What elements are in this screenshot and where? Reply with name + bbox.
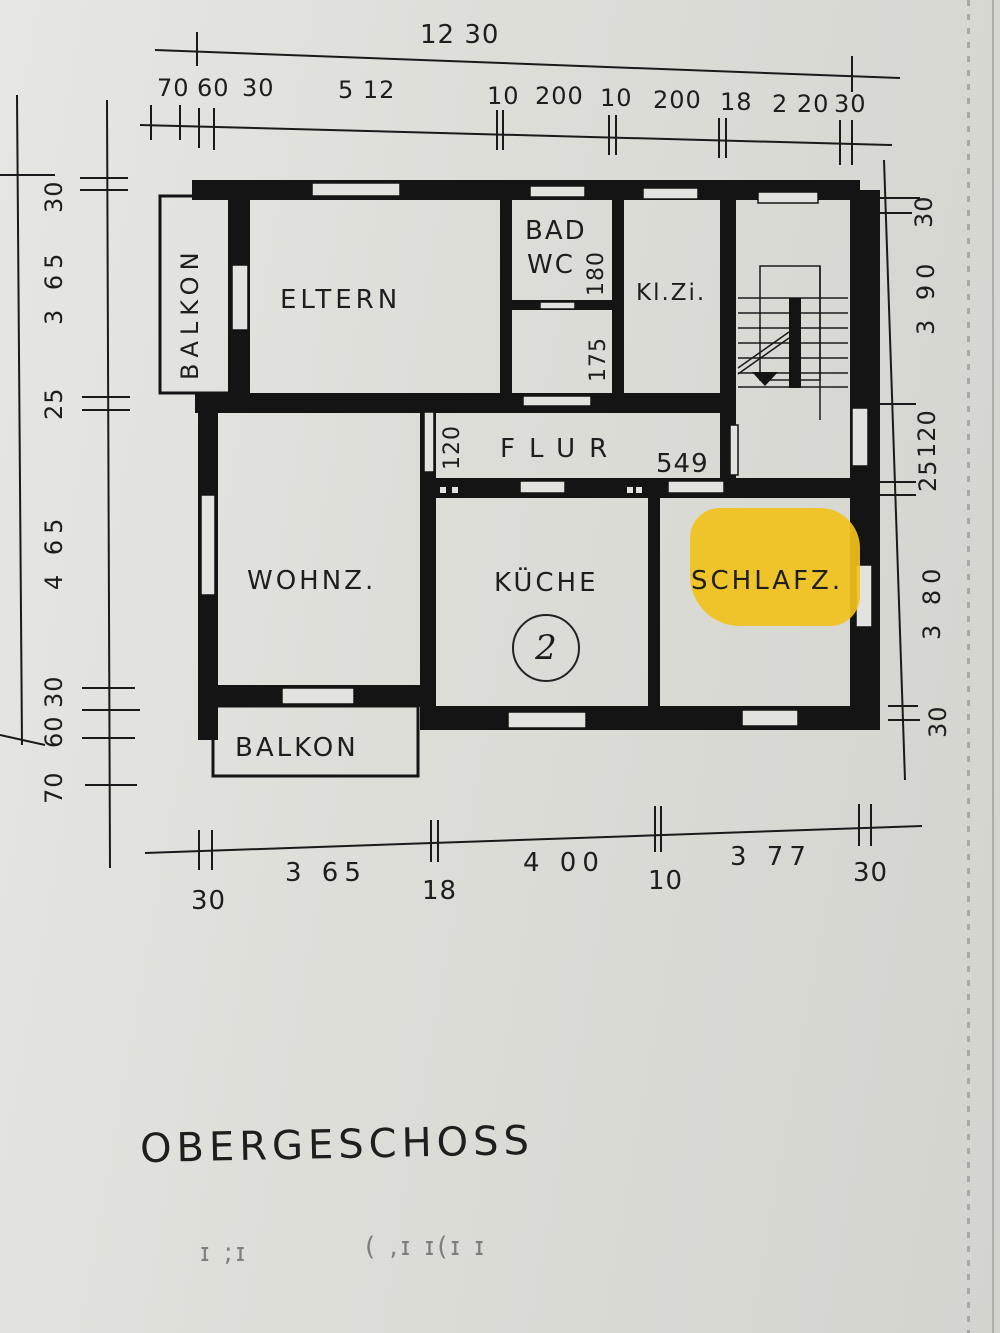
dim-top-10: 30: [834, 90, 867, 118]
room-label-wc: WC: [527, 250, 575, 280]
paper-edge-shadow: [967, 0, 970, 1333]
dim-bottom-4: 10: [648, 866, 684, 896]
dim-right-0: 30: [910, 195, 938, 228]
dim-right-3: 25: [914, 459, 942, 492]
room-label-kueche: KÜCHE: [494, 568, 599, 598]
dim-left-4: 30: [40, 675, 68, 708]
flur-dimension-right: 549: [656, 449, 709, 479]
dim-top-1: 60: [197, 74, 230, 102]
room-label-bad: BAD: [525, 216, 587, 246]
dim-left-0: 30: [40, 180, 68, 213]
dim-bottom-5: 3 77: [730, 842, 812, 872]
dim-bottom-0: 30: [191, 886, 227, 916]
dim-top-3: 5 12: [338, 76, 396, 104]
unit-number-circle: 2: [512, 614, 580, 682]
dim-left-5: 60: [40, 715, 68, 748]
bedroom-highlight-marker: [690, 508, 860, 626]
faint-handwriting-2: ( ,ɪ ɪ(ɪ ɪ: [365, 1232, 487, 1262]
floor-title: OBERGESCHOSS: [139, 1117, 535, 1173]
dim-right-5: 30: [924, 705, 952, 738]
dim-top-8: 18: [720, 88, 753, 116]
room-label-schlafz: SCHLAFZ.: [691, 566, 844, 596]
dim-left-6: 70: [40, 771, 68, 804]
room-label-kl-zi: Kl.Zi.: [636, 280, 707, 306]
dim-top-9: 2 20: [772, 90, 830, 118]
flur-dimension-left: 120: [440, 425, 465, 470]
dim-bottom-2: 18: [422, 876, 458, 906]
dim-right-4: 3 80: [918, 562, 946, 640]
dim-top-2: 30: [242, 74, 275, 102]
dim-right-2: 120: [913, 409, 941, 458]
dim-left-3: 4 65: [40, 512, 68, 590]
dim-top-0: 70: [157, 74, 190, 102]
dim-bottom-3: 4 00: [523, 848, 605, 878]
dim-top-5: 200: [535, 82, 584, 110]
dim-bottom-6: 30: [853, 858, 889, 888]
room-label-balkon-bottom: BALKON: [235, 733, 359, 763]
dim-left-2: 25: [40, 387, 68, 420]
dim-bottom-1: 3 65: [285, 858, 367, 888]
room-label-balkon-top: BALKON: [176, 246, 204, 380]
dim-right-1: 3 90: [912, 257, 940, 335]
room-label-eltern: ELTERN: [280, 285, 402, 315]
faint-handwriting-1: ɪ ;ɪ: [200, 1238, 249, 1268]
dim-top-6: 10: [600, 84, 633, 112]
dim-top-4: 10: [487, 82, 520, 110]
dim-left-1: 3 65: [40, 247, 68, 325]
dim-top-7: 200: [653, 86, 702, 114]
room-label-flur: FLUR: [500, 434, 622, 464]
wc-dimension: 175: [586, 337, 611, 382]
paper-edge: [992, 0, 994, 1333]
dim-top-total: 12 30: [420, 20, 500, 50]
room-label-wohnz: WOHNZ.: [247, 566, 377, 596]
bad-dimension: 180: [584, 251, 609, 296]
